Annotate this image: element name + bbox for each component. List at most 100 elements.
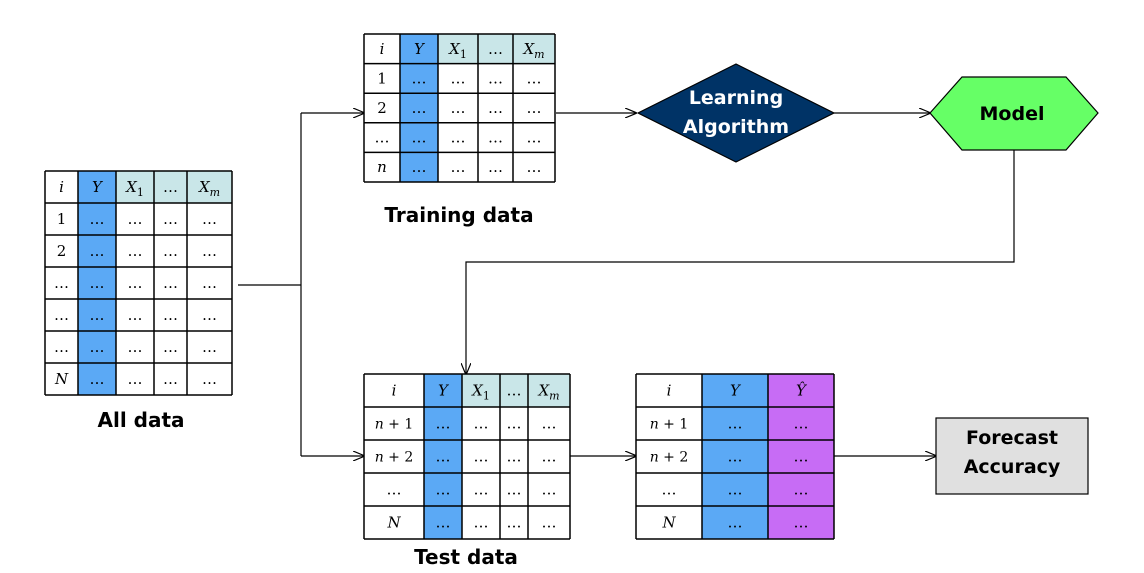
model-node: Model — [929, 76, 1099, 151]
table-cell: … — [436, 481, 451, 499]
table-cell: … — [163, 242, 178, 260]
table-cell: … — [794, 448, 809, 466]
table-header-label: X1 — [471, 382, 490, 403]
table-cell: … — [451, 69, 466, 87]
table-cell: … — [163, 338, 178, 356]
table-cell: … — [542, 448, 557, 466]
table-background — [45, 171, 232, 395]
table-cell: … — [527, 69, 542, 87]
table-header-label: Y — [92, 178, 104, 196]
table-cell: N — [54, 370, 69, 388]
table-cell: … — [163, 210, 178, 228]
table-cell: N — [386, 514, 401, 532]
forecast-accuracy-node: Forecast Accuracy — [935, 417, 1089, 495]
table-cell: … — [54, 338, 69, 356]
table-cell: … — [488, 99, 503, 117]
learning-algorithm-diamond — [636, 63, 836, 163]
connectors — [238, 113, 1015, 456]
table-cell: … — [474, 415, 489, 433]
table-cell: … — [202, 242, 217, 260]
table-cell: … — [527, 158, 542, 176]
table-cell: … — [90, 338, 105, 356]
table-cell: n + 1 — [650, 417, 689, 433]
learning-algorithm-label-line1: Learning — [689, 87, 783, 109]
table-cell: n + 1 — [375, 417, 414, 433]
table-header-fill — [438, 34, 555, 64]
table-cell: … — [451, 158, 466, 176]
table-cell: … — [542, 415, 557, 433]
table-cell: 2 — [57, 242, 67, 260]
table-cell: n — [377, 158, 387, 176]
table-cell: … — [163, 274, 178, 292]
table-header-label: i — [380, 40, 385, 58]
y-column-fill — [400, 34, 438, 182]
table-cell: 1 — [57, 210, 67, 228]
table-cell: … — [387, 481, 402, 499]
table-cell: … — [375, 129, 390, 147]
forecast-accuracy-label-line2: Accuracy — [964, 456, 1061, 478]
table-cell: … — [90, 274, 105, 292]
table-header-label: … — [507, 382, 522, 400]
table-header-label: i — [667, 382, 672, 400]
table-cell: … — [128, 306, 143, 324]
table-cell: … — [202, 338, 217, 356]
table-cell: … — [488, 69, 503, 87]
table-cell: … — [507, 481, 522, 499]
y-column-fill — [702, 374, 768, 539]
table-header-label: i — [392, 382, 397, 400]
table-cell: … — [794, 514, 809, 532]
table-header-label: Y — [414, 40, 426, 58]
table-cell: … — [488, 129, 503, 147]
table-cell: … — [202, 274, 217, 292]
table-cell: … — [412, 129, 427, 147]
table-cell: … — [128, 370, 143, 388]
table-cell: … — [202, 370, 217, 388]
table-cell: … — [128, 338, 143, 356]
table-cell: n + 2 — [650, 450, 689, 466]
table-cell: … — [728, 514, 743, 532]
yhat-column-fill — [768, 374, 834, 539]
forecast-accuracy-box — [935, 417, 1089, 495]
y-column-fill — [78, 171, 116, 395]
table-header-label: … — [163, 178, 178, 196]
table-cell: … — [202, 210, 217, 228]
table-header-fill — [462, 374, 570, 407]
table-cell: … — [794, 415, 809, 433]
table-cell: N — [661, 514, 676, 532]
table-cell: … — [202, 306, 217, 324]
table-cell: … — [507, 415, 522, 433]
table-cell: … — [794, 481, 809, 499]
table-cell: … — [728, 481, 743, 499]
table-cell: … — [451, 129, 466, 147]
table-cell: … — [436, 415, 451, 433]
table-header-fill — [116, 171, 232, 203]
table-cell: 1 — [377, 69, 387, 87]
table-cell: … — [474, 514, 489, 532]
training-data-caption: Training data — [384, 203, 533, 227]
table-cell: … — [728, 448, 743, 466]
table-cell: … — [412, 69, 427, 87]
table-header-label: X1 — [125, 178, 144, 199]
table-cell: … — [527, 129, 542, 147]
table-cell: … — [90, 306, 105, 324]
table-cell: … — [662, 481, 677, 499]
table-cell: … — [163, 370, 178, 388]
model-hexagon — [929, 76, 1099, 151]
arrow-model-to-test — [466, 150, 1015, 374]
table-header-label: Y — [438, 382, 450, 400]
learning-algorithm-node: Learning Algorithm — [636, 63, 836, 163]
table-cell: … — [436, 448, 451, 466]
table-cell: 2 — [377, 99, 387, 117]
table-cell: … — [542, 514, 557, 532]
forecast-accuracy-label-line1: Forecast — [966, 427, 1058, 449]
y-column-fill — [424, 374, 462, 539]
table-cell: … — [507, 448, 522, 466]
table-cell: … — [412, 158, 427, 176]
learning-algorithm-label-line2: Algorithm — [683, 116, 789, 138]
table-cell: … — [728, 415, 743, 433]
table-cell: … — [90, 370, 105, 388]
